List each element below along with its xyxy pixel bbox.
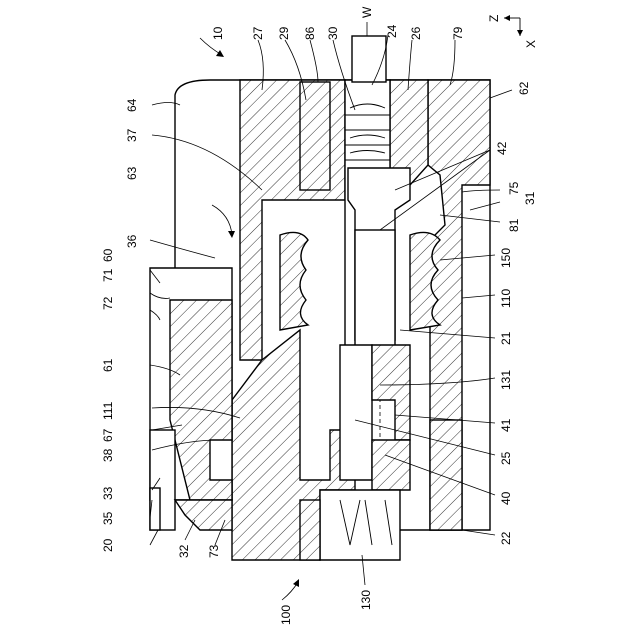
label-100: 100 (279, 605, 293, 625)
label-33: 33 (101, 486, 115, 500)
label-30: 30 (326, 26, 340, 40)
label-131: 131 (499, 370, 513, 390)
label-35: 35 (101, 511, 115, 525)
column-21 (355, 230, 395, 350)
label-71: 71 (101, 268, 115, 282)
label-37: 37 (125, 128, 139, 142)
label-130: 130 (359, 590, 373, 610)
label-67: 67 (101, 428, 115, 442)
label-20: 20 (101, 538, 115, 552)
label-75: 75 (507, 181, 521, 195)
axis-x-label: X (524, 40, 538, 48)
label-81: 81 (507, 218, 521, 232)
axis-indicator: Z X (487, 15, 538, 48)
label-27: 27 (251, 26, 265, 40)
label-41: 41 (499, 418, 513, 432)
piece-35 (150, 488, 160, 530)
label-42: 42 (495, 141, 509, 155)
label-31: 31 (523, 191, 537, 205)
label-21: 21 (499, 331, 513, 345)
label-32: 32 (177, 544, 191, 558)
label-72: 72 (101, 296, 115, 310)
label-10: 10 (211, 26, 225, 40)
axis-z-label: Z (487, 15, 501, 22)
label-60: 60 (101, 248, 115, 262)
label-24: 24 (385, 24, 399, 38)
plate-86 (300, 82, 330, 190)
label-26: 26 (409, 26, 423, 40)
wall-22 (430, 420, 462, 530)
label-110: 110 (499, 289, 513, 308)
piece-32 (175, 500, 232, 530)
wire-W (352, 36, 386, 82)
insert-slot (300, 500, 320, 560)
label-29: 29 (277, 26, 291, 40)
label-73: 73 (207, 544, 221, 558)
label-40: 40 (499, 491, 513, 505)
label-79: 79 (451, 26, 465, 40)
label-61: 61 (101, 358, 115, 372)
label-36: 36 (125, 234, 139, 248)
label-150: 150 (499, 248, 513, 268)
label-25: 25 (499, 451, 513, 465)
label-62: 62 (517, 81, 531, 95)
label-38: 38 (101, 448, 115, 462)
label-22: 22 (499, 531, 513, 545)
label-86: 86 (303, 26, 317, 40)
label-64: 64 (125, 98, 139, 112)
label-W: W (360, 6, 374, 18)
label-63: 63 (125, 166, 139, 180)
part-40 (372, 440, 410, 490)
label-111: 111 (101, 401, 115, 420)
sleeve-41 (340, 345, 372, 480)
